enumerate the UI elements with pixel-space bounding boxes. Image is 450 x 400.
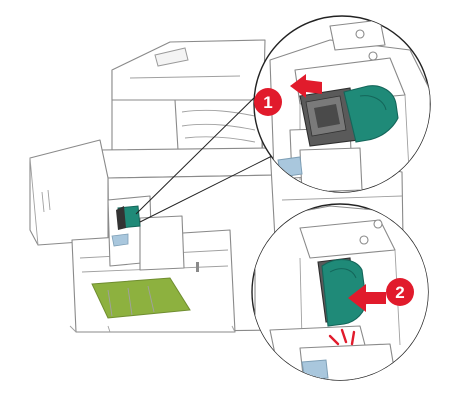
insert-arrow-icon — [348, 284, 386, 312]
step-number-2: 2 — [395, 283, 404, 302]
callout-lines — [135, 89, 273, 223]
step-badge-1: 1 — [254, 88, 282, 116]
cartridge-1-handle — [343, 85, 399, 143]
step-badge-2: 2 — [386, 278, 414, 306]
detail-view-1: 1 — [253, 15, 431, 193]
output-tray — [91, 277, 191, 319]
step-number-1: 1 — [263, 93, 272, 112]
detail-view-2: 2 — [251, 203, 429, 381]
click-sound-icon — [328, 328, 356, 346]
printer-latch — [111, 233, 129, 247]
push-arrow-icon — [290, 74, 322, 98]
